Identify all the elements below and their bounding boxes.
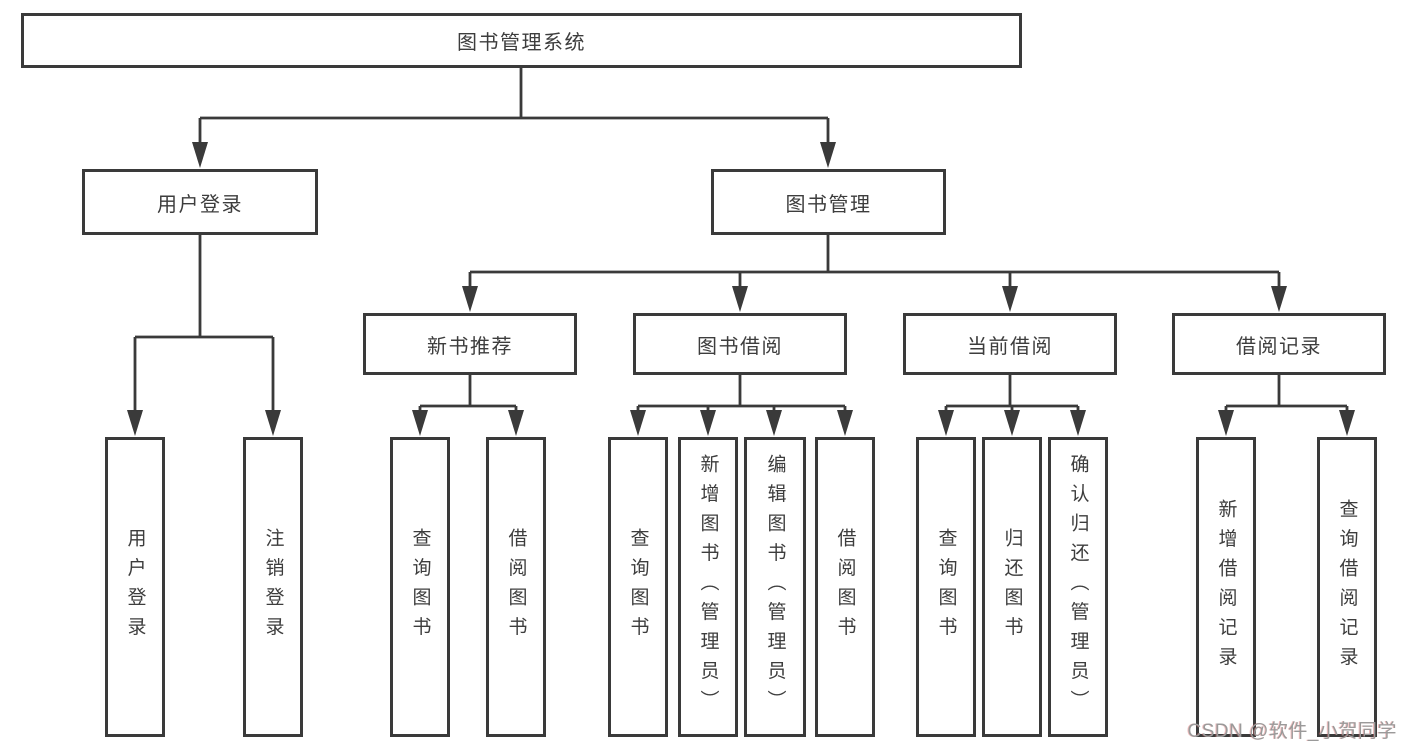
arrowhead-icons	[127, 142, 1355, 436]
leaf-query-book-recommend-label: 查询图书	[409, 528, 431, 646]
node-root-system-label: 图书管理系统	[457, 32, 586, 54]
node-book-management: 图书管理	[711, 169, 946, 235]
node-new-book-recommend-label: 新书推荐	[427, 335, 513, 358]
node-book-management-label: 图书管理	[785, 193, 872, 216]
leaf-confirm-return-admin: 确认归还（管理员）	[1048, 437, 1108, 737]
node-book-borrowing: 图书借阅	[633, 313, 847, 375]
connector-paths	[133, 68, 1349, 413]
node-current-borrowing-label: 当前借阅	[967, 335, 1053, 358]
csdn-watermark: CSDN @软件_小贺同学	[1187, 721, 1397, 742]
node-borrowing-records: 借阅记录	[1172, 313, 1386, 375]
node-root-system: 图书管理系统	[21, 13, 1022, 68]
leaf-borrow-book-recommend: 借阅图书	[486, 437, 546, 737]
leaf-query-book-current-label: 查询图书	[935, 528, 957, 646]
node-user-login: 用户登录	[82, 169, 318, 235]
leaf-query-book-borrowing-label: 查询图书	[627, 528, 649, 646]
leaf-borrow-book: 借阅图书	[815, 437, 875, 737]
leaf-query-book-recommend: 查询图书	[390, 437, 450, 737]
leaf-borrow-book-label: 借阅图书	[834, 528, 856, 646]
leaf-return-book: 归还图书	[982, 437, 1042, 737]
leaf-user-login-label: 用户登录	[124, 528, 146, 646]
leaf-query-borrow-record: 查询借阅记录	[1317, 437, 1377, 737]
leaf-borrow-book-recommend-label: 借阅图书	[505, 528, 527, 646]
node-new-book-recommend: 新书推荐	[363, 313, 577, 375]
node-borrowing-records-label: 借阅记录	[1236, 335, 1322, 358]
node-current-borrowing: 当前借阅	[903, 313, 1117, 375]
leaf-query-book-current: 查询图书	[916, 437, 976, 737]
leaf-logout: 注销登录	[243, 437, 303, 737]
leaf-add-borrow-record-label: 新增借阅记录	[1215, 498, 1237, 676]
leaf-add-book-admin-label: 新增图书（管理员）	[697, 454, 719, 720]
leaf-user-login: 用户登录	[105, 437, 165, 737]
node-book-borrowing-label: 图书借阅	[697, 335, 783, 358]
leaf-query-borrow-record-label: 查询借阅记录	[1336, 498, 1358, 676]
leaf-edit-book-admin: 编辑图书（管理员）	[744, 437, 806, 737]
node-user-login-label: 用户登录	[157, 193, 243, 216]
leaf-return-book-label: 归还图书	[1001, 528, 1023, 646]
leaf-query-book-borrowing: 查询图书	[608, 437, 668, 737]
leaf-edit-book-admin-label: 编辑图书（管理员）	[764, 454, 786, 720]
leaf-logout-label: 注销登录	[262, 528, 284, 646]
leaf-add-borrow-record: 新增借阅记录	[1196, 437, 1256, 737]
leaf-add-book-admin: 新增图书（管理员）	[678, 437, 738, 737]
leaf-confirm-return-admin-label: 确认归还（管理员）	[1067, 454, 1089, 720]
